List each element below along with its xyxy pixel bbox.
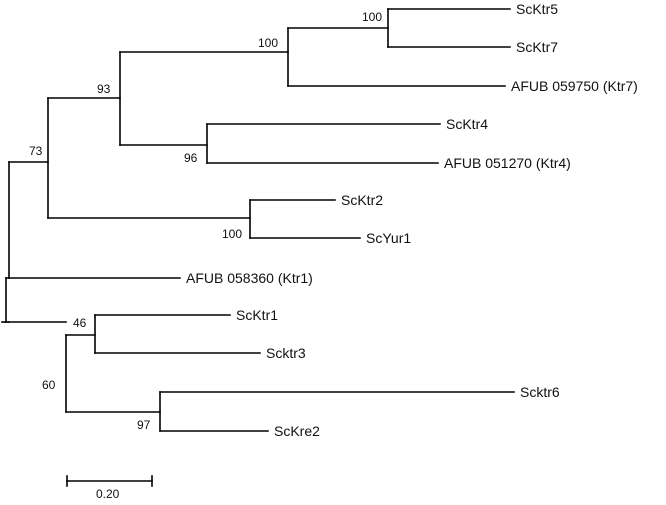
taxon-label: AFUB 051270 (Ktr4): [444, 155, 571, 171]
taxon-label: Scktr6: [520, 384, 560, 400]
support-value: 100: [222, 227, 242, 241]
support-value: 60: [42, 378, 56, 392]
scale-bar: 0.20: [66, 475, 153, 501]
taxon-label: Scktr3: [266, 345, 306, 361]
support-value: 97: [137, 418, 151, 432]
taxon-label: ScKtr1: [236, 307, 278, 323]
support-value: 46: [73, 316, 87, 330]
taxon-label: ScYur1: [366, 230, 411, 246]
taxon-labels: ScKtr5 ScKtr7 AFUB 059750 (Ktr7) ScKtr4 …: [186, 1, 638, 439]
support-value: 73: [29, 144, 43, 158]
scale-bar-label: 0.20: [96, 487, 120, 501]
support-value: 100: [258, 36, 278, 50]
support-value: 100: [362, 10, 382, 24]
taxon-label: AFUB 059750 (Ktr7): [511, 78, 638, 94]
taxon-label: ScKre2: [274, 423, 320, 439]
tree-branches: [1, 8, 515, 432]
support-value: 96: [184, 151, 198, 165]
taxon-label: ScKtr4: [446, 116, 488, 132]
support-values: 100 100 93 96 73 100 46 60 97: [29, 10, 382, 432]
taxon-label: AFUB 058360 (Ktr1): [186, 270, 313, 286]
taxon-label: ScKtr5: [516, 1, 558, 17]
taxon-label: ScKtr2: [341, 192, 383, 208]
support-value: 93: [97, 82, 111, 96]
taxon-label: ScKtr7: [516, 39, 558, 55]
